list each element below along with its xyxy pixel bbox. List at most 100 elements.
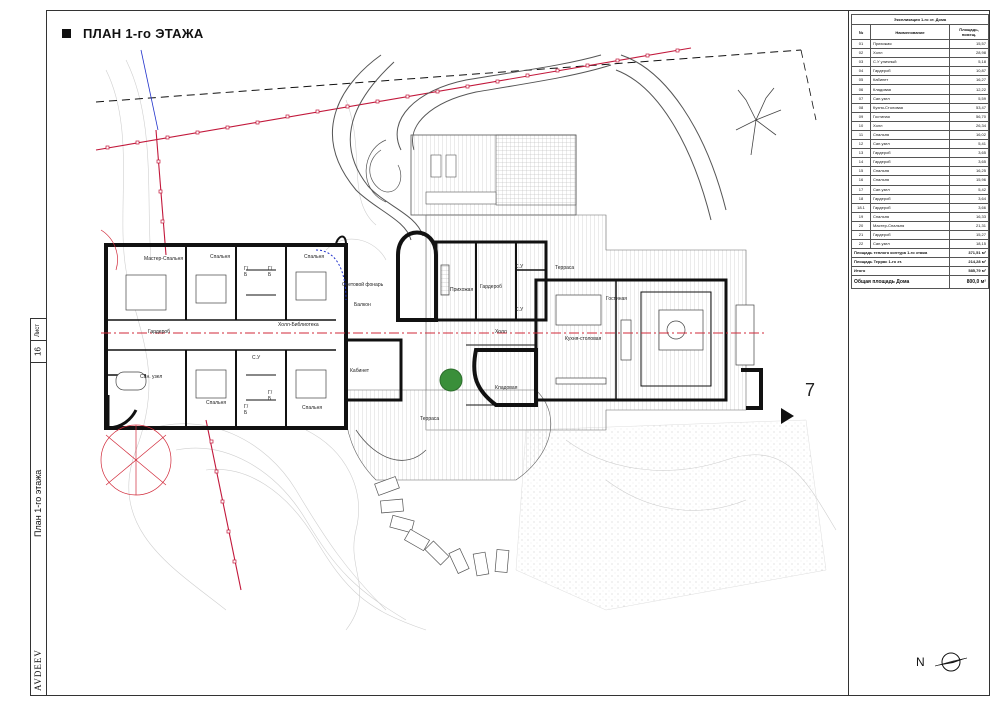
schedule-cell-area: 16,25 (949, 166, 989, 177)
schedule-cell-area: 16,33 (949, 211, 989, 222)
red-tree-icon (100, 229, 172, 496)
furniture (115, 264, 755, 399)
building-walls (104, 235, 348, 430)
schedule-cell-name: Сан.узел (870, 139, 950, 150)
schedule-cell-area: 12,22 (949, 84, 989, 95)
schedule-cell-area: 56,70 (949, 111, 989, 122)
schedule-cell-area: 16,02 (949, 129, 989, 141)
room-label-gb-1: Г/Б (244, 266, 249, 278)
courtyard-tree-icon (439, 368, 463, 392)
schedule-cell-num: 16 (851, 175, 871, 186)
schedule-cell-area: 15,96 (949, 175, 989, 186)
room-label-wardrobe-1: Гардероб (148, 329, 170, 335)
schedule-cell-num: 03 (851, 57, 871, 68)
schedule-cell-name: Гардероб (870, 148, 950, 159)
schedule-cell-num: 04 (851, 66, 871, 77)
schedule-cell-num: 22 (851, 239, 871, 250)
room-label-kitchen: Кухня-столовая (565, 336, 602, 342)
schedule-cell-num: 17 (851, 184, 871, 195)
north-label: N (916, 655, 925, 669)
summary-area: 585,79 м² (949, 266, 989, 277)
floor-plan-drawing (95, 47, 837, 631)
schedule-cell-num: 08 (851, 102, 871, 113)
room-label-su-1: С.У (252, 355, 261, 361)
schedule-cell-area: 3,66 (949, 202, 989, 213)
schedule-cell-area: 10,87 (949, 66, 989, 77)
schedule-cell-name: Сан.узел (870, 239, 950, 250)
room-label-balcony: Балкон (354, 302, 371, 308)
schedule-header-name: Наименование (870, 24, 950, 40)
sheet-side-title: План 1-го этажа (30, 362, 46, 643)
schedule-cell-name: Кухня-Столовая (870, 102, 950, 113)
schedule-cell-area: 28,98 (949, 48, 989, 59)
summary-name: Площадь Террас 1-го эт. (851, 257, 950, 268)
gravel-area (515, 419, 827, 611)
utility-line-blue (140, 49, 159, 131)
schedule-cell-area: 53,47 (949, 102, 989, 113)
schedule-cell-num: 10 (851, 120, 871, 131)
schedule-cell-name: Сан.узел (870, 184, 950, 195)
schedule-cell-name: Гардероб (870, 193, 950, 204)
schedule-cell-num: 12 (851, 139, 871, 150)
north-arrow-icon (934, 652, 967, 672)
schedule-cell-num: 02 (851, 48, 871, 59)
stepping-path (374, 476, 510, 577)
schedule-cell-name: Холл (870, 120, 950, 131)
pool-deck (495, 134, 577, 206)
schedule-cell-num: 20 (851, 220, 871, 231)
schedule-cell-num: 18.1 (851, 202, 871, 213)
summary-area: 371,51 м² (949, 248, 989, 259)
schedule-header-num: № (851, 24, 871, 40)
plan-title-text: ПЛАН 1-го ЭТАЖА (83, 26, 204, 41)
summary-row: Площадь Террас 1-го эт.214,28 м² (851, 257, 989, 268)
plan-title: ПЛАН 1-го ЭТАЖА (62, 26, 204, 41)
spiral-stair (365, 139, 402, 203)
site-boundary-line (95, 49, 802, 103)
schedule-cell-name: Гардероб (870, 229, 950, 241)
schedule-cell-name: Спальня (870, 129, 950, 141)
company-logo: AVDEEV (33, 649, 43, 691)
schedule-cell-name: Гардероб (870, 157, 950, 168)
room-label-gb-4: Г/Б (268, 390, 273, 402)
schedule-cell-num: 06 (851, 84, 871, 95)
room-schedule-table: Экспликация 1-го эт. Дома № Наименование… (851, 14, 989, 290)
schedule-cell-num: 21 (851, 229, 871, 241)
schedule-cell-num: 18 (851, 193, 871, 204)
sunbed-1 (430, 154, 442, 178)
schedule-cell-name: Гардероб (870, 202, 950, 213)
schedule-cell-area: 26,34 (949, 120, 989, 131)
schedule-cell-num: 11 (851, 129, 871, 141)
room-label-su-2: С.У (515, 264, 524, 270)
schedule-cell-area: 3,64 (949, 193, 989, 204)
room-label-pantry: Кладовая (495, 385, 518, 391)
title-bullet-icon (62, 29, 71, 38)
sheet-label: Лист (30, 318, 46, 341)
room-label-terrace-2: Терраса (420, 416, 440, 422)
room-schedule: Экспликация 1-го эт. Дома № Наименование… (848, 10, 990, 696)
room-label-wardrobe-2: Гардероб (480, 284, 502, 290)
schedule-cell-area: 21,31 (949, 220, 989, 231)
schedule-cell-name: Мастер-Спальня (870, 220, 950, 231)
north-indicator: N (916, 650, 971, 674)
schedule-cell-area: 15,27 (949, 229, 989, 241)
